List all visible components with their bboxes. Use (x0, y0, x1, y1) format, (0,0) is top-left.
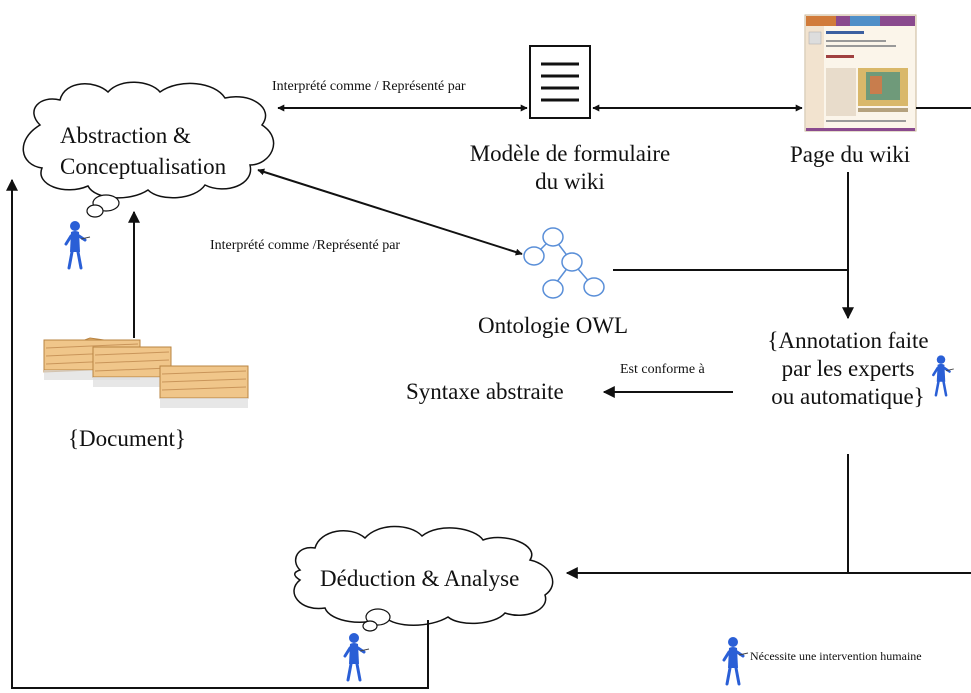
form-model-label-line2: du wiki (535, 169, 605, 194)
syntax-label: Syntaxe abstraite (406, 379, 564, 404)
person-icon-legend (722, 635, 750, 686)
deduction-cloud (293, 525, 554, 632)
edge-label-conforms: Est conforme à (620, 362, 705, 377)
document-label: {Document} (68, 426, 186, 451)
form-model-label-line1: Modèle de formulaire (469, 141, 671, 166)
annotation-label-line1: {Annotation faite (767, 328, 929, 353)
legend-human-intervention: Nécessite une intervention humaine (750, 649, 922, 663)
deduction-label: Déduction & Analyse (320, 566, 520, 591)
form-model-icon (529, 45, 591, 119)
abstraction-cloud (22, 81, 275, 218)
annotation-label-line2: par les experts (781, 356, 915, 381)
ontology-label: Ontologie OWL (478, 313, 629, 338)
abstraction-label-line2: Conceptualisation (60, 154, 227, 179)
abstraction-label-line1: Abstraction & (60, 123, 191, 148)
arrow-abstraction-ontology (257, 168, 523, 256)
annotation-label-line3: ou automatique} (771, 384, 925, 409)
arrow-deduction-abstraction-loop (5, 178, 429, 689)
person-icon-deduction (343, 631, 371, 682)
edge-label-interpreted-1: Interprété comme / Représenté par (272, 79, 466, 94)
wiki-page-thumbnail (804, 14, 917, 132)
arrows (5, 104, 971, 689)
ontology-graph-icon (523, 227, 605, 299)
document-stack-icon (43, 337, 249, 408)
person-icon-abstraction (64, 219, 92, 270)
edge-label-interpreted-2: Interprété comme /Représenté par (210, 238, 401, 253)
wiki-page-label: Page du wiki (790, 142, 911, 167)
